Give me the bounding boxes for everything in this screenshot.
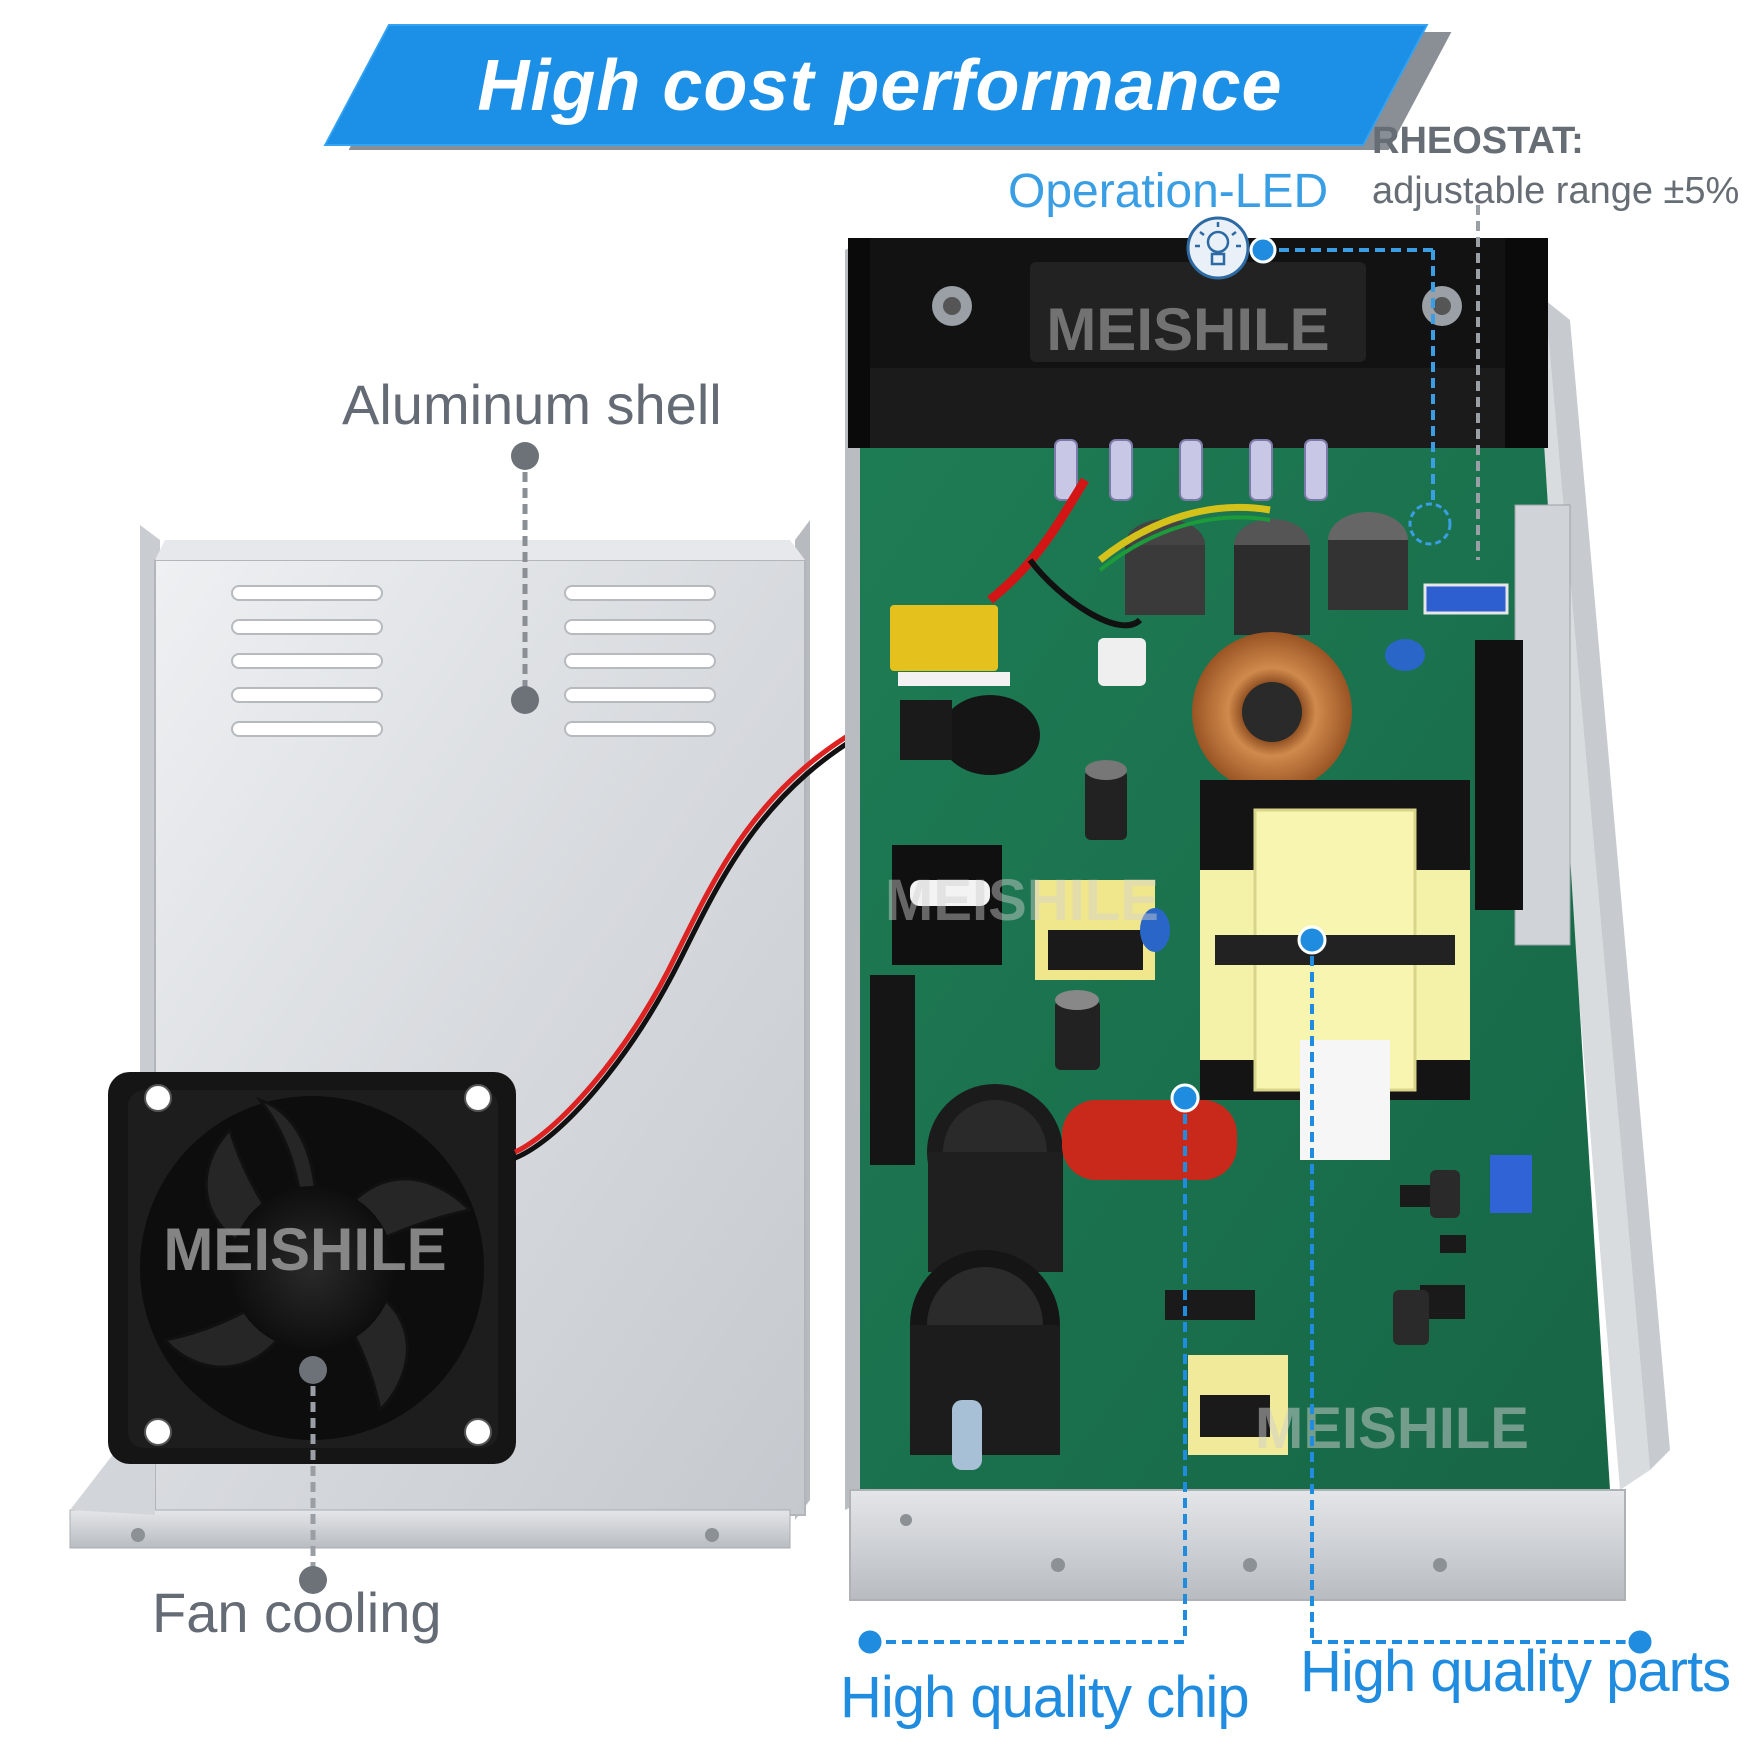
high-quality-chip-label: High quality chip: [840, 1665, 1250, 1730]
power-supply-chassis: [845, 238, 1670, 1601]
operation-led-label: Operation-LED: [1008, 165, 1329, 218]
fan-cooling-label: Fan cooling: [152, 1581, 442, 1644]
watermark-middle: MEISHILE: [885, 868, 1159, 933]
aluminum-shell-label: Aluminum shell: [342, 373, 722, 436]
rheostat-description: adjustable range ±5%: [1372, 170, 1740, 212]
banner-title: High cost performance: [477, 46, 1283, 126]
cooling-fan: [108, 1072, 516, 1464]
rheostat-title: RHEOSTAT:: [1372, 120, 1584, 162]
watermark-top: MEISHILE: [1046, 296, 1329, 363]
high-quality-parts-label: High quality parts: [1300, 1639, 1731, 1704]
lightbulb-icon: [1186, 216, 1250, 280]
callout-lines: [299, 205, 1655, 1657]
watermark-fan: MEISHILE: [163, 1216, 446, 1283]
watermark-bottom: MEISHILE: [1255, 1396, 1529, 1461]
